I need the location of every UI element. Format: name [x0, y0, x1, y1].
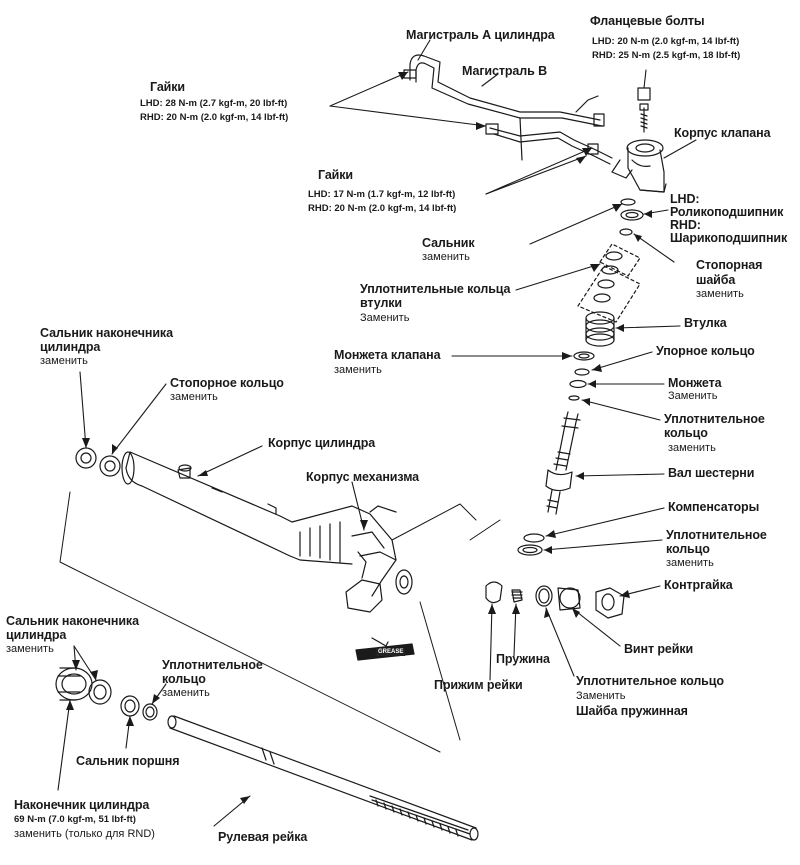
spring-washer-label: Шайба пружинная	[576, 704, 688, 718]
sleeve-seals-label: Уплотнительные кольца	[360, 282, 511, 296]
o-ring-4-label: Уплотнительное	[162, 658, 263, 672]
o-ring-2-label: Уплотнительное	[666, 528, 767, 542]
flange-bolts-lhd: LHD: 20 N-m (2.0 kgf-m, 14 lbf-ft)	[592, 36, 740, 47]
thrust-ring-label: Упорное кольцо	[656, 344, 755, 358]
bearing-rhd-label: RHD:	[670, 218, 701, 232]
spring-label: Пружина	[496, 652, 550, 666]
cylinder-lines	[403, 54, 613, 165]
nuts-top-rhd: RHD: 20 N-m (2.0 kgf-m, 14 lbf-ft)	[140, 112, 289, 123]
end-seal-low-sub: заменить	[6, 643, 54, 655]
valve-cuff-sub: заменить	[334, 364, 382, 376]
line-a-label: Магистраль А цилиндра	[406, 28, 555, 42]
o-ring-4-sub: заменить	[162, 687, 210, 699]
sleeve-label: Втулка	[684, 316, 727, 330]
circlip-label: Стопорное кольцо	[170, 376, 284, 390]
assembly-frame	[59, 491, 501, 753]
cylinder-housing-label: Корпус цилиндра	[268, 436, 376, 450]
grease-label: GREASE	[376, 648, 406, 656]
end-seal-top-label-2: цилиндра	[40, 340, 101, 354]
end-seal-top-label: Сальник наконечника	[40, 326, 173, 340]
valve-cuff-label: Монжета клапана	[334, 348, 441, 362]
o-ring-2-label-2: кольцо	[666, 542, 710, 556]
bearing-lhd-label: LHD:	[670, 192, 700, 206]
flange-bolts-label: Фланцевые болты	[590, 14, 705, 28]
nuts-mid-lhd: LHD: 17 N-m (1.7 kgf-m, 12 lbf-ft)	[308, 189, 456, 200]
cylinder-end-torque: 69 N-m (7.0 kgf-m, 51 lbf-ft)	[14, 814, 136, 825]
shims-label: Компенсаторы	[668, 500, 760, 514]
steering-rack-label: Рулевая рейка	[218, 830, 308, 844]
nuts-mid-rhd: RHD: 20 N-m (2.0 kgf-m, 14 lbf-ft)	[308, 203, 457, 214]
cylinder-end-parts	[55, 447, 158, 721]
sleeve-seals-label-2: втулки	[360, 296, 403, 310]
valve-body-label: Корпус клапана	[674, 126, 771, 140]
valve-body	[611, 87, 667, 193]
stop-washer-sub: заменить	[696, 288, 744, 300]
rack-screw-label: Винт рейки	[624, 642, 694, 656]
pinion-shaft-label: Вал шестерни	[668, 466, 755, 480]
o-ring-2-sub: заменить	[666, 557, 714, 569]
piston-seal-label: Сальник поршня	[76, 754, 180, 768]
circlip-sub: заменить	[170, 391, 218, 403]
sleeve-seals-sub: Заменить	[360, 312, 410, 324]
locknut-label: Контргайка	[664, 578, 733, 592]
nuts-mid-label: Гайки	[318, 168, 353, 182]
cuff-sub: Заменить	[668, 390, 718, 402]
bearing-rhd-name: Шарикоподшипник	[670, 231, 788, 245]
o-ring-1-sub: заменить	[668, 442, 716, 454]
bearing-lhd-name: Ролико­подшипник	[670, 205, 784, 219]
o-ring-1-label: Уплотнительное	[664, 412, 765, 426]
cylinder-end-sub: заменить (только для RND)	[14, 828, 155, 840]
arrowheads	[66, 72, 652, 804]
end-seal-low-label-2: цилиндра	[6, 628, 67, 642]
gear-housing-label: Корпус механизма	[306, 470, 420, 484]
nuts-top-lhd: LHD: 28 N-m (2.7 kgf-m, 20 lbf-ft)	[140, 98, 288, 109]
end-seal-top-sub: заменить	[40, 355, 88, 367]
steering-rack	[167, 715, 479, 841]
cuff-label: Монжета	[668, 376, 722, 390]
oil-seal-sub: заменить	[422, 251, 470, 263]
oil-seal-label: Сальник	[422, 236, 475, 250]
nuts-top-label: Гайки	[150, 80, 185, 94]
stop-washer-label-2: шайба	[696, 273, 736, 287]
line-b-label: Магистраль B	[462, 64, 547, 78]
flange-bolts-rhd: RHD: 25 N-m (2.5 kgf-m, 18 lbf-ft)	[592, 50, 741, 61]
end-seal-low-label: Сальник наконечника	[6, 614, 139, 628]
rack-guide-label: Прижим рейки	[434, 678, 523, 692]
cylinder-end-label: Наконечник цилиндра	[14, 798, 150, 812]
o-ring-3-sub: Заменить	[576, 690, 626, 702]
stop-washer-label: Стопорная	[696, 258, 763, 272]
rack-guide-assembly	[485, 581, 625, 619]
o-ring-4-label-2: кольцо	[162, 672, 206, 686]
pinion-parts	[517, 198, 644, 556]
o-ring-1-label-2: кольцо	[664, 426, 708, 440]
o-ring-3-label: Уплотнительное кольцо	[576, 674, 724, 688]
